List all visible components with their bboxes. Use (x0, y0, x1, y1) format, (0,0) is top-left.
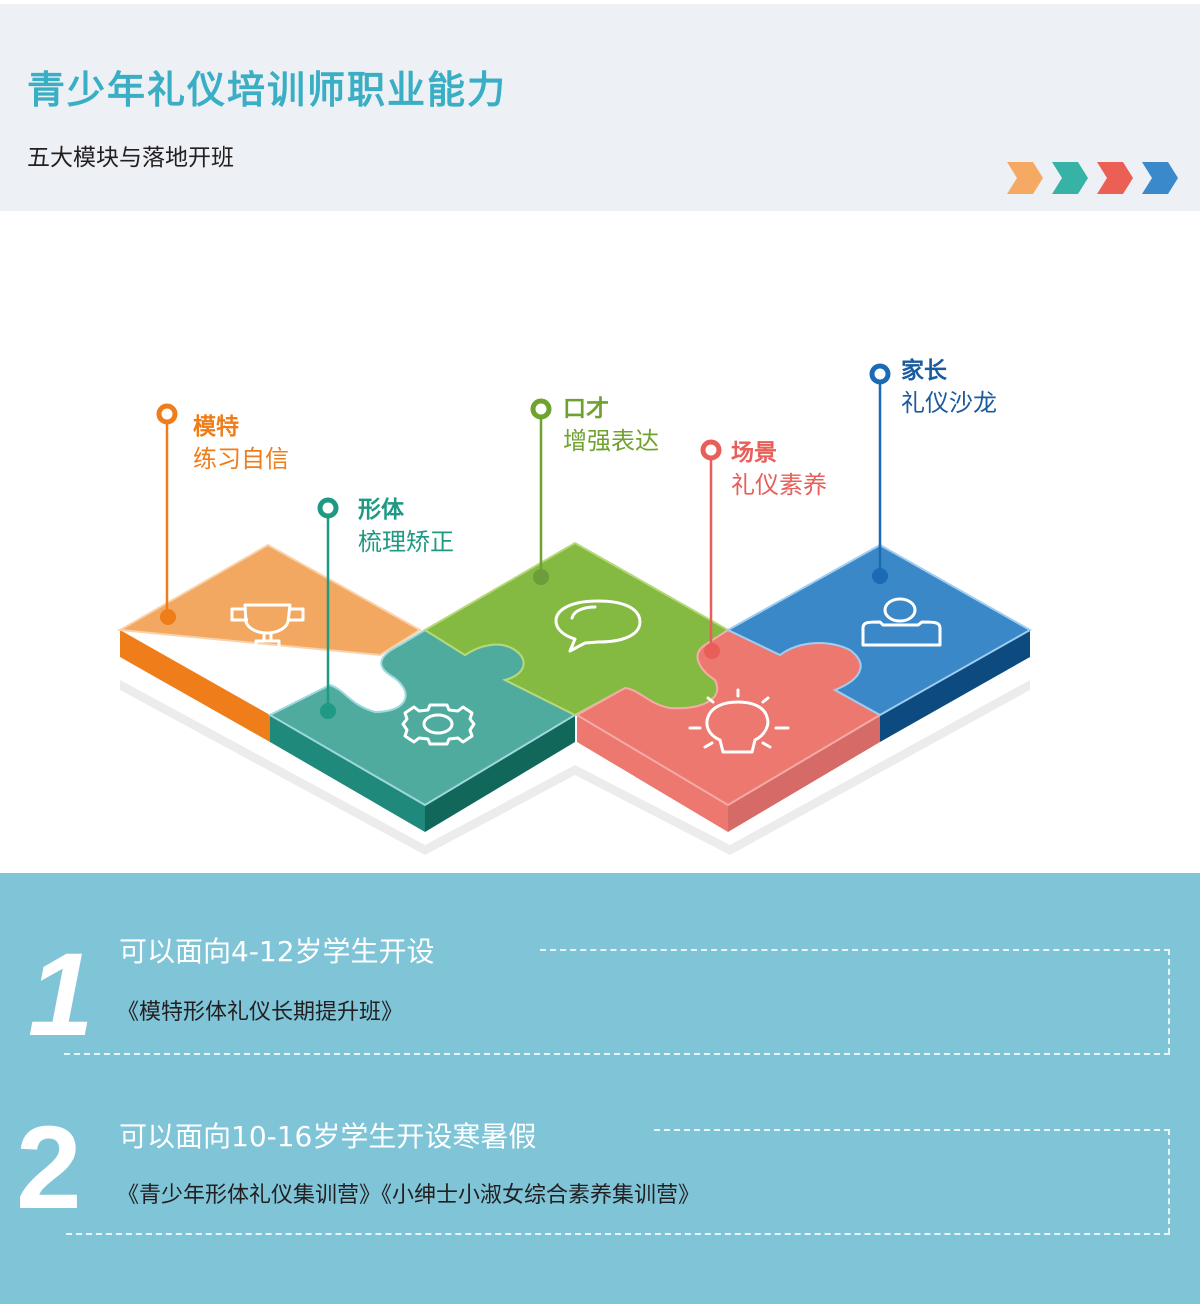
module-head-scene: 场景 (731, 440, 777, 466)
puzzle-piece-posture (267, 628, 578, 832)
module-label-model: 模特 练习自信 (193, 412, 289, 476)
module-label-posture: 形体 梳理矫正 (358, 495, 454, 559)
module-label-scene: 场景 礼仪素养 (731, 438, 827, 502)
module-desc-parent: 礼仪沙龙 (901, 389, 997, 417)
dashed-frame-bottom-2 (66, 1233, 1170, 1235)
module-head-posture: 形体 (358, 497, 404, 523)
puzzle-piece-model (116, 543, 422, 742)
page-subtitle: 五大模块与落地开班 (27, 145, 234, 171)
module-desc-speech: 增强表达 (563, 427, 659, 455)
module-desc-posture: 梳理矫正 (358, 528, 454, 556)
offering-title-2: 可以面向10-16岁学生开设寒暑假 (119, 1120, 537, 1153)
dashed-frame-bottom-1 (64, 1053, 1170, 1055)
offerings-section: 1 可以面向4-12岁学生开设 《模特形体礼仪长期提升班》 2 可以面向10-1… (0, 873, 1200, 1304)
dashed-frame-right-1 (1168, 949, 1170, 1054)
offering-number-2: 2 (16, 1102, 82, 1234)
isometric-puzzle (116, 363, 1033, 855)
offering-courses-2: 《青少年形体礼仪集训营》《小绅士小淑女综合素养集训营》 (117, 1183, 701, 1208)
person-icon (861, 597, 942, 647)
offering-number-1: 1 (28, 929, 94, 1061)
chevron-blue-icon (1142, 162, 1178, 194)
dashed-frame-top-2 (654, 1129, 1170, 1131)
leader-lines (156, 363, 891, 719)
speech-bubble-icon (554, 599, 642, 653)
dashed-frame-right-2 (1168, 1129, 1170, 1234)
puzzle-diagram: 模特 练习自信 形体 梳理矫正 口才 增强表达 场景 礼仪素养 家长 礼仪沙龙 (0, 211, 1200, 871)
chevron-red-icon (1097, 162, 1133, 194)
gear-icon (401, 703, 476, 746)
module-head-model: 模特 (193, 414, 239, 440)
module-label-speech: 口才 增强表达 (563, 394, 659, 458)
module-head-speech: 口才 (563, 396, 609, 422)
module-desc-scene: 礼仪素养 (731, 471, 827, 499)
module-head-parent: 家长 (901, 358, 947, 384)
chevron-orange-icon (1007, 162, 1043, 194)
chevron-arrows-icon (1007, 162, 1178, 194)
trophy-icon (230, 603, 305, 652)
chevron-teal-icon (1052, 162, 1088, 194)
lightbulb-icon (688, 688, 790, 754)
dashed-frame-top-1 (540, 949, 1170, 951)
puzzle-piece-parent (725, 543, 1033, 742)
offering-courses-1: 《模特形体礼仪长期提升班》 (117, 1000, 404, 1025)
page-title: 青少年礼仪培训师职业能力 (27, 68, 508, 112)
offering-title-1: 可以面向4-12岁学生开设 (119, 935, 435, 968)
module-label-parent: 家长 礼仪沙龙 (901, 356, 997, 420)
module-desc-model: 练习自信 (193, 445, 289, 473)
header-banner: 青少年礼仪培训师职业能力 五大模块与落地开班 (0, 4, 1200, 211)
